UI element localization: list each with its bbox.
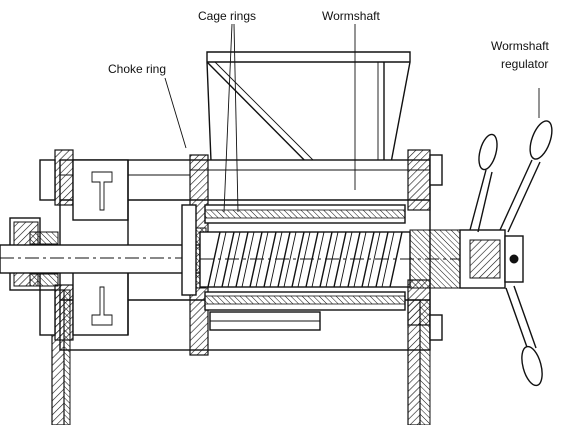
cage-rings-leader-1 bbox=[223, 23, 233, 213]
cage-rings-leader-2 bbox=[233, 23, 239, 213]
cage bbox=[204, 204, 406, 331]
regulator-handle-upper-right bbox=[499, 120, 553, 233]
label-cage-rings: Cage rings bbox=[198, 9, 256, 23]
regulator-handle-lower bbox=[505, 285, 543, 387]
label-choke-ring: Choke ring bbox=[108, 62, 166, 76]
left-end-housing bbox=[39, 149, 129, 341]
leader-lines bbox=[164, 23, 540, 213]
right-end-housing bbox=[407, 149, 524, 341]
label-wormshaft-regulator-line1: Wormshaft bbox=[491, 39, 549, 53]
left-shaft bbox=[0, 217, 201, 291]
choke-ring-leader bbox=[164, 77, 187, 149]
label-wormshaft: Wormshaft bbox=[322, 9, 380, 23]
label-wormshaft-regulator-line2: regulator bbox=[501, 57, 548, 71]
regulator-handle-upper-left bbox=[469, 133, 498, 233]
wormshaft bbox=[199, 231, 520, 288]
